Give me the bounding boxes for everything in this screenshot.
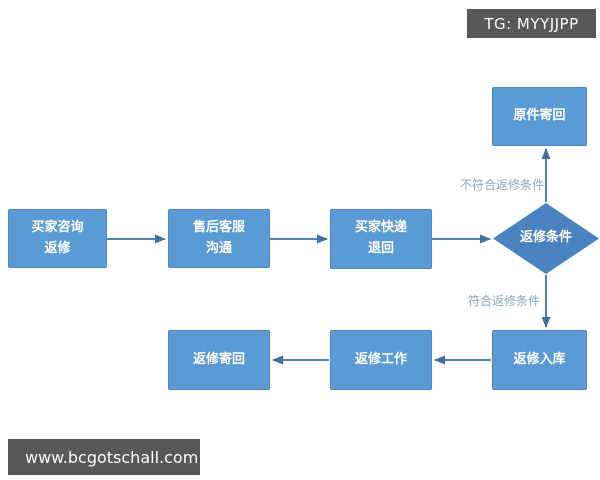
node-repair-condition: 返修条件 xyxy=(493,203,599,274)
website-badge: www.bcgotschall.com xyxy=(8,439,200,475)
telegram-badge: TG: MYYJJPP xyxy=(467,9,596,38)
telegram-handle: TG: MYYJJPP xyxy=(484,14,579,33)
node-repair-inbound: 返修入库 xyxy=(492,330,587,390)
node-buyer-inquiry: 买家咨询 返修 xyxy=(8,209,107,268)
edge-label-not-qualified: 不符合返修条件 xyxy=(460,178,545,192)
node-service-communication: 售后客服 沟通 xyxy=(168,209,270,268)
node-repair-condition-label: 返修条件 xyxy=(519,230,572,246)
node-repair-work: 返修工作 xyxy=(330,330,432,390)
node-express-return: 买家快递 退回 xyxy=(330,209,432,269)
node-service-communication-label: 售后客服 沟通 xyxy=(192,219,245,256)
node-original-sendback-label: 原件寄回 xyxy=(513,108,566,124)
node-repair-work-label: 返修工作 xyxy=(354,351,407,367)
node-express-return-label: 买家快递 退回 xyxy=(354,220,407,256)
node-repair-sendback: 返修寄回 xyxy=(168,330,270,390)
node-original-sendback: 原件寄回 xyxy=(492,87,587,146)
node-repair-sendback-label: 返修寄回 xyxy=(192,351,245,367)
edge-label-qualified: 符合返修条件 xyxy=(468,294,541,308)
node-buyer-inquiry-label: 买家咨询 返修 xyxy=(31,219,84,256)
website-url: www.bcgotschall.com xyxy=(25,447,199,467)
node-repair-inbound-label: 返修入库 xyxy=(513,351,566,367)
